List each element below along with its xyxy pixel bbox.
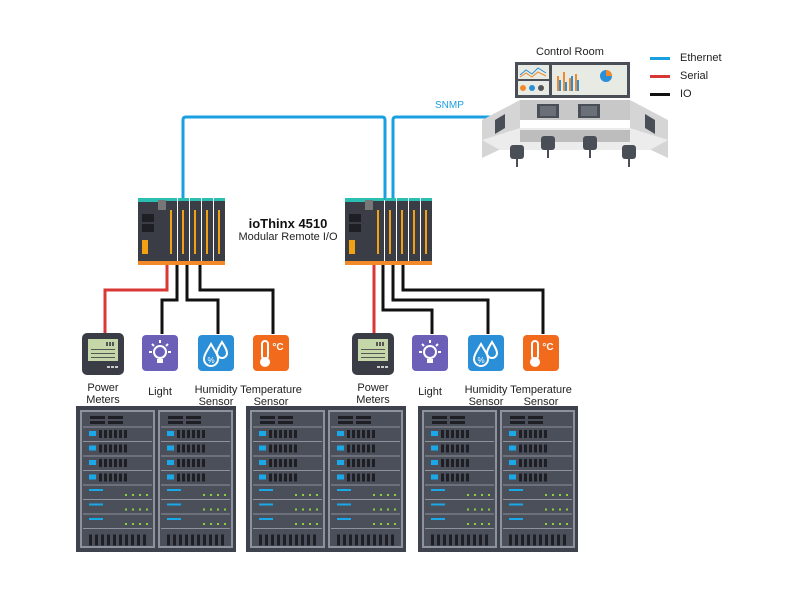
humidity-icon: % xyxy=(468,335,504,371)
sensor-label: Light xyxy=(418,386,442,398)
sensor-label: Humidity xyxy=(194,384,238,396)
server-rack xyxy=(328,410,403,548)
svg-text:%: % xyxy=(477,356,484,365)
rack-group xyxy=(246,406,406,552)
legend-label: Ethernet xyxy=(680,52,722,64)
svg-text:°C: °C xyxy=(272,342,283,353)
io-line-left-light xyxy=(160,264,179,334)
sensor-label-line2: Meters xyxy=(86,394,120,406)
power-meter-icon xyxy=(82,333,124,375)
ethernet-swatch xyxy=(650,56,670,60)
device-name: ioThinx 4510 xyxy=(248,216,328,231)
power-meter-icon xyxy=(352,333,394,375)
io-line-right-humidity xyxy=(391,264,490,334)
sensor-label: Power xyxy=(357,382,389,394)
legend: Ethernet Serial IO xyxy=(650,52,740,102)
server-rack xyxy=(500,410,575,548)
sensor-label: Light xyxy=(148,386,172,398)
rack-group xyxy=(418,406,578,552)
sensor-label: Humidity xyxy=(464,384,508,396)
io-line-right-temp xyxy=(401,264,545,334)
serial-swatch xyxy=(650,74,670,78)
device-label: ioThinx 4510 Modular Remote I/O xyxy=(233,216,343,243)
legend-label: IO xyxy=(680,88,692,100)
legend-item-ethernet: Ethernet xyxy=(650,52,722,64)
server-rack xyxy=(250,410,325,548)
svg-text:%: % xyxy=(207,356,214,365)
sensor-label-line2: Sensor xyxy=(253,396,289,408)
device-description: Modular Remote I/O xyxy=(238,231,338,243)
ethernet-line-2 xyxy=(391,115,510,200)
rack-group xyxy=(76,406,236,552)
ethernet-line-1 xyxy=(181,115,387,200)
sensor-light: Light xyxy=(120,335,200,398)
iothinx-device-left xyxy=(138,198,225,265)
legend-label: Serial xyxy=(680,70,709,82)
serial-line-left xyxy=(103,264,169,334)
io-swatch xyxy=(650,92,670,96)
server-rack xyxy=(158,410,233,548)
io-line-left-humidity xyxy=(185,264,220,334)
temperature-icon: °C xyxy=(523,335,559,371)
humidity-icon: % xyxy=(198,335,234,371)
server-rack xyxy=(422,410,497,548)
svg-text:°C: °C xyxy=(542,342,553,353)
sensor-label-line2: Sensor xyxy=(468,396,504,408)
light-icon xyxy=(142,335,178,371)
sensor-label: Temperature xyxy=(510,384,572,396)
sensor-label-line2: Sensor xyxy=(198,396,234,408)
sensor-label-line2: Sensor xyxy=(523,396,559,408)
legend-item-serial: Serial xyxy=(650,70,708,82)
light-icon xyxy=(412,335,448,371)
server-rack xyxy=(80,410,155,548)
control-room-label: Control Room xyxy=(536,46,604,58)
snmp-label: SNMP xyxy=(435,100,464,111)
sensor-light: Light xyxy=(390,335,470,398)
sensor-label: Power xyxy=(87,382,119,394)
sensor-label-line2: Meters xyxy=(356,394,390,406)
io-line-left-temp xyxy=(198,264,275,334)
iothinx-device-right xyxy=(345,198,432,265)
io-line-right-light xyxy=(381,264,434,334)
sensor-label: Temperature xyxy=(240,384,302,396)
legend-item-io: IO xyxy=(650,88,692,100)
temperature-icon: °C xyxy=(253,335,289,371)
